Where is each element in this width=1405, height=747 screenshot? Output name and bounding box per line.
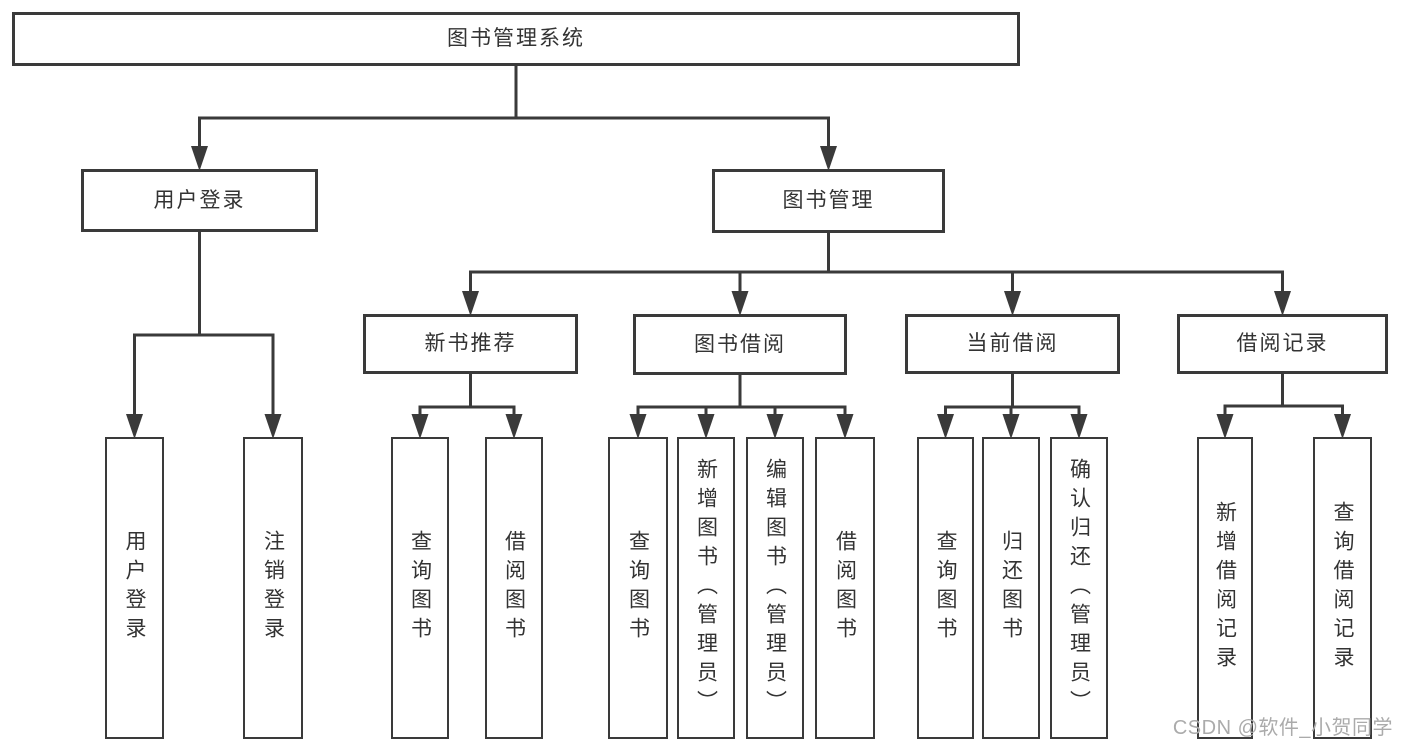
node-label: 查询图书 <box>408 530 432 646</box>
node-label: 借阅记录 <box>1236 332 1329 356</box>
node-label: 归还图书 <box>999 530 1023 646</box>
node-label: 新书推荐 <box>424 332 517 356</box>
node-label: 新增图书（管理员） <box>694 457 718 719</box>
node-book-mgmt: 图书管理 <box>712 169 945 233</box>
node-current-borrow: 当前借阅 <box>905 314 1120 374</box>
node-user-login: 用户登录 <box>81 169 318 232</box>
node-leaf-nb-borrow: 借阅图书 <box>485 437 543 739</box>
node-leaf-cb-query: 查询图书 <box>917 437 974 739</box>
watermark: CSDN @软件_小贺同学 <box>1172 717 1393 739</box>
node-label: 查询借阅记录 <box>1331 501 1354 675</box>
node-leaf-bb-edit: 编辑图书（管理员） <box>746 437 804 739</box>
node-leaf-bb-add: 新增图书（管理员） <box>677 437 735 739</box>
node-label: 借阅图书 <box>502 530 526 646</box>
node-leaf-bb-borrow: 借阅图书 <box>815 437 875 739</box>
node-leaf-cb-confirm: 确认归还（管理员） <box>1050 437 1108 739</box>
node-label: 当前借阅 <box>966 332 1059 356</box>
node-label: 用户登录 <box>123 530 146 646</box>
node-borrow-records: 借阅记录 <box>1177 314 1388 374</box>
node-leaf-cb-return: 归还图书 <box>982 437 1040 739</box>
node-label: 查询图书 <box>626 530 650 646</box>
node-label: 图书借阅 <box>694 332 786 356</box>
node-label: 图书管理系统 <box>447 27 585 51</box>
node-label: 查询图书 <box>934 530 957 646</box>
node-leaf-br-query: 查询借阅记录 <box>1313 437 1372 739</box>
node-root: 图书管理系统 <box>12 12 1020 66</box>
node-leaf-bb-query: 查询图书 <box>608 437 668 739</box>
node-label: 图书管理 <box>782 189 875 213</box>
node-leaf-logout: 注销登录 <box>243 437 303 739</box>
node-label: 编辑图书（管理员） <box>763 457 787 719</box>
node-label: 确认归还（管理员） <box>1067 457 1091 719</box>
node-label: 借阅图书 <box>833 530 857 646</box>
node-leaf-br-add: 新增借阅记录 <box>1197 437 1253 739</box>
node-leaf-user-login: 用户登录 <box>105 437 164 739</box>
node-leaf-nb-query: 查询图书 <box>391 437 449 739</box>
node-label: 注销登录 <box>261 530 285 646</box>
node-label: 用户登录 <box>153 188 246 212</box>
node-new-book-rec: 新书推荐 <box>363 314 578 374</box>
node-book-borrow: 图书借阅 <box>633 314 847 375</box>
node-label: 新增借阅记录 <box>1213 501 1237 675</box>
